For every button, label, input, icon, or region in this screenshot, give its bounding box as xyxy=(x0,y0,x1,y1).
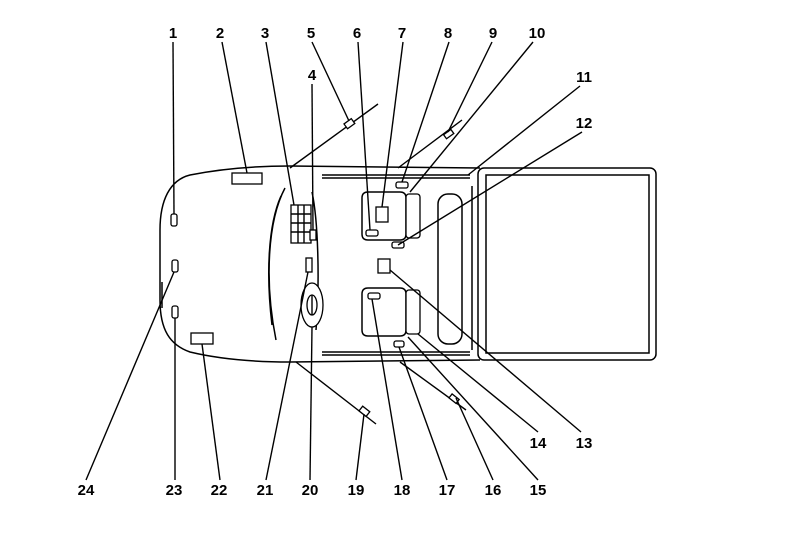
external-mirrors xyxy=(289,103,467,425)
leader-20 xyxy=(309,326,313,481)
component-18 xyxy=(367,292,381,300)
leader-3 xyxy=(265,41,295,206)
callout-23: 23 xyxy=(166,482,183,499)
leader-14 xyxy=(417,333,539,433)
callout-16: 16 xyxy=(485,482,502,499)
component-7 xyxy=(375,206,389,223)
leader-5 xyxy=(311,41,350,122)
callout-8: 8 xyxy=(444,25,452,42)
component-17 xyxy=(393,340,405,348)
leader-7 xyxy=(381,41,404,208)
callout-12: 12 xyxy=(576,115,593,132)
leader-8 xyxy=(401,41,450,183)
vehicle-body xyxy=(159,165,657,363)
right-seat-back xyxy=(405,289,421,335)
component-8 xyxy=(395,181,409,189)
leader-9 xyxy=(447,41,493,133)
component-4 xyxy=(309,229,317,241)
callout-10: 10 xyxy=(529,25,546,42)
right-mirror xyxy=(358,405,371,418)
leader-13 xyxy=(389,269,582,433)
left-rear-antenna xyxy=(397,119,463,169)
callout-4: 4 xyxy=(308,67,317,84)
callout-5: 5 xyxy=(307,25,315,42)
component-2 xyxy=(231,172,263,185)
leader-17 xyxy=(398,346,448,481)
leader-6 xyxy=(357,41,371,231)
callout-labels: 1 2 3 4 5 6 7 8 9 10 11 12 13 14 15 16 1… xyxy=(78,25,593,499)
leader-21 xyxy=(265,271,309,481)
component-24 xyxy=(171,259,179,273)
callout-9: 9 xyxy=(489,25,497,42)
rear-window xyxy=(437,193,463,345)
component-6 xyxy=(365,229,379,237)
callout-22: 22 xyxy=(211,482,228,499)
callout-11: 11 xyxy=(576,69,592,86)
callout-7: 7 xyxy=(398,25,406,42)
callout-3: 3 xyxy=(261,25,269,42)
callout-15: 15 xyxy=(530,482,547,499)
leader-4 xyxy=(311,83,314,231)
callout-14: 14 xyxy=(530,435,547,452)
left-mirror xyxy=(343,117,356,130)
component-21 xyxy=(305,257,313,273)
cab-outline xyxy=(159,165,481,363)
left-rear-antenna-base xyxy=(442,128,455,140)
callout-21: 21 xyxy=(257,482,274,499)
leader-24 xyxy=(85,271,175,481)
component-23 xyxy=(171,305,179,319)
component-3-fuse-block xyxy=(290,204,312,244)
callout-6: 6 xyxy=(353,25,361,42)
leader-22 xyxy=(201,343,221,481)
callout-19: 19 xyxy=(348,482,365,499)
leader-10 xyxy=(409,41,534,193)
cargo-box-inner xyxy=(485,174,650,354)
components xyxy=(170,172,409,348)
component-1 xyxy=(170,213,178,227)
component-13 xyxy=(377,258,391,274)
leader-2 xyxy=(221,41,248,174)
leader-lines xyxy=(85,41,583,481)
callout-24: 24 xyxy=(78,482,95,499)
component-22 xyxy=(190,332,214,345)
callout-17: 17 xyxy=(439,482,456,499)
callout-1: 1 xyxy=(169,25,177,42)
leader-12 xyxy=(397,131,583,246)
leader-1 xyxy=(172,41,175,215)
leader-11 xyxy=(467,85,581,176)
callout-18: 18 xyxy=(394,482,411,499)
leader-15 xyxy=(407,336,539,481)
windshield-inner xyxy=(268,195,282,326)
leader-16 xyxy=(455,397,494,481)
callout-20: 20 xyxy=(302,482,319,499)
callout-2: 2 xyxy=(216,25,224,42)
leader-19 xyxy=(355,413,365,481)
callout-13: 13 xyxy=(576,435,593,452)
left-seat-back xyxy=(405,193,421,239)
leader-18 xyxy=(371,298,403,481)
cargo-box-outline xyxy=(477,167,657,361)
